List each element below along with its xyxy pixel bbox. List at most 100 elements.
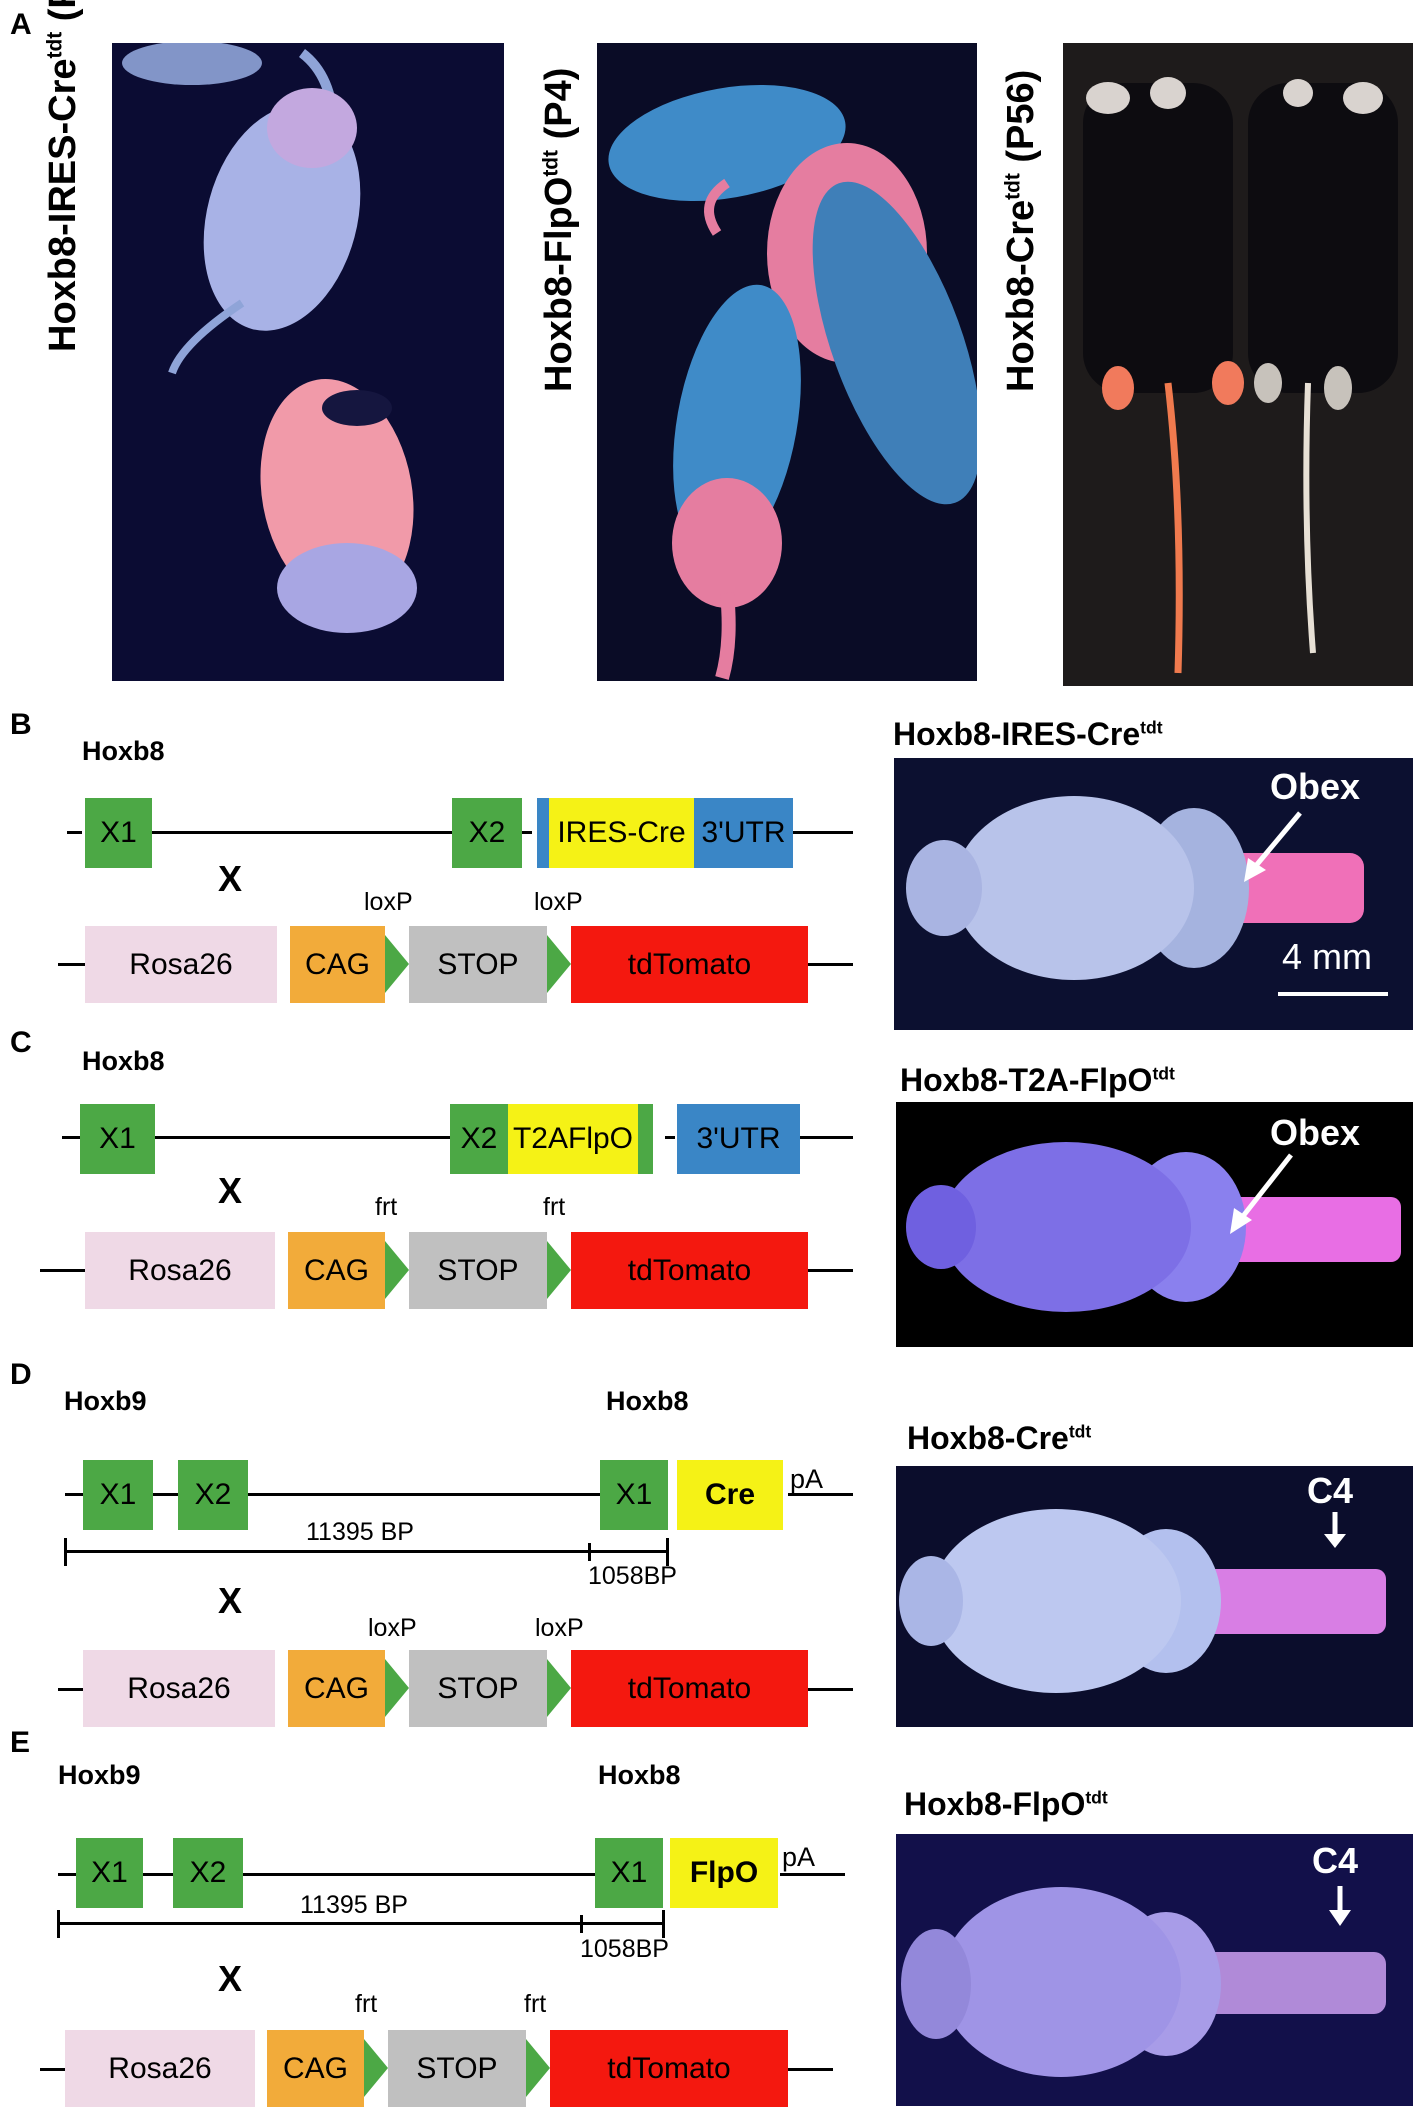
panel-b-rosa-line xyxy=(808,963,853,966)
panel-b-cag: CAG xyxy=(290,926,385,1003)
panel-b-ires-cre: IRES-Cre xyxy=(549,798,694,868)
panel-c-locus-line xyxy=(800,1136,853,1139)
panel-d-locus-line xyxy=(153,1493,178,1496)
panel-e-cross: X xyxy=(218,1958,243,1999)
panel-c-green-segment xyxy=(638,1104,653,1174)
panel-e-brain-photo xyxy=(896,1834,1413,2106)
panel-c-rosa26: Rosa26 xyxy=(85,1232,275,1309)
panel-b-locus-line xyxy=(152,831,452,834)
panel-d-rosa-line xyxy=(58,1688,88,1691)
panel-d-brain-photo xyxy=(896,1466,1413,1727)
panel-a-letter: A xyxy=(10,8,32,41)
panel-d-c4-label: C4 xyxy=(1307,1470,1354,1511)
panel-b-gene-label: Hoxb8 xyxy=(82,736,165,766)
panel-d-site-triangle-1 xyxy=(385,1659,409,1717)
panel-b-rosa26: Rosa26 xyxy=(85,926,277,1003)
panel-b-tdtomato: tdTomato xyxy=(571,926,808,1003)
panel-a-label-3: Hoxb8-Cretdt (P56) xyxy=(1000,69,1042,392)
panel-d-cag: CAG xyxy=(288,1650,385,1727)
panel-b-3utr: 3'UTR xyxy=(694,798,793,868)
panel-d-rosa-line xyxy=(808,1688,853,1691)
panel-d-distance-tick xyxy=(64,1538,67,1566)
panel-e-stop: STOP xyxy=(388,2030,526,2107)
panel-e-distance-tick xyxy=(57,1910,60,1938)
panel-e-bp2: 1058BP xyxy=(580,1935,669,1963)
panel-e-locus-line xyxy=(780,1873,845,1876)
panel-e-locus-line xyxy=(58,1873,76,1876)
panel-e-frt-1: frt xyxy=(355,1990,378,2018)
panel-c-frt-1: frt xyxy=(375,1193,398,1221)
panel-c-tdtomato: tdTomato xyxy=(571,1232,808,1309)
panel-c-brain-photo xyxy=(896,1102,1413,1347)
panel-e-locus-line xyxy=(243,1873,595,1876)
panel-c-cag: CAG xyxy=(288,1232,385,1309)
panel-b-loxp-2: loxP xyxy=(534,888,583,916)
panel-e-c4-arrow xyxy=(1329,1886,1351,1926)
panel-e-bp1: 11395 BP xyxy=(300,1891,408,1919)
panel-c-rosa-line xyxy=(808,1269,853,1272)
panel-e-locus-line xyxy=(143,1873,173,1876)
panel-d-brain-title: Hoxb8-Cretdt xyxy=(907,1420,1092,1456)
panel-b-obex-arrow xyxy=(1244,811,1302,882)
panel-d-tdtomato: tdTomato xyxy=(571,1650,808,1727)
panel-d-cross: X xyxy=(218,1580,243,1621)
panel-d-c4-arrow xyxy=(1324,1512,1346,1548)
panel-b-scale-label: 4 mm xyxy=(1282,936,1372,977)
panel-d-locus-line xyxy=(248,1493,600,1496)
panel-c-locus-line xyxy=(665,1136,675,1139)
panel-b-scale-bar xyxy=(1278,992,1388,996)
panel-e-brain-title: Hoxb8-FlpOtdt xyxy=(904,1786,1108,1822)
panel-b-blue-segment xyxy=(537,798,549,868)
panel-c-locus-line xyxy=(62,1136,80,1139)
panel-b-locus-line xyxy=(793,831,853,834)
panel-e-letter: E xyxy=(10,1726,31,1759)
panel-d-loxp-2: loxP xyxy=(535,1614,584,1642)
panel-d-distance-line xyxy=(65,1550,667,1553)
panel-c-cross: X xyxy=(218,1170,243,1211)
panel-d-gene-hoxb9: Hoxb9 xyxy=(64,1386,147,1416)
panel-c-site-triangle-1 xyxy=(385,1241,409,1299)
panel-d-hoxb9-exon2: X2 xyxy=(178,1460,248,1530)
panel-b-brain-title: Hoxb8-IRES-Cretdt xyxy=(893,716,1163,752)
panel-c-stop: STOP xyxy=(409,1232,547,1309)
panel-c-site-triangle-2 xyxy=(547,1241,571,1299)
panel-b-letter: B xyxy=(10,708,32,741)
panel-c-locus-line xyxy=(155,1136,450,1139)
panel-e-c4-label: C4 xyxy=(1312,1840,1359,1881)
panel-b-loxp-1: loxP xyxy=(364,888,413,916)
panel-e-frt-2: frt xyxy=(524,1990,547,2018)
panel-c-frt-2: frt xyxy=(543,1193,566,1221)
panel-c-obex-arrow xyxy=(1230,1153,1293,1234)
panel-e-rosa26: Rosa26 xyxy=(65,2030,255,2107)
panel-e-site-triangle-1 xyxy=(364,2039,388,2097)
panel-e-gene-hoxb9: Hoxb9 xyxy=(58,1760,141,1790)
panel-d-stop: STOP xyxy=(409,1650,547,1727)
panel-e-rosa-line xyxy=(40,2068,65,2071)
panel-d-locus-line xyxy=(65,1493,83,1496)
panel-a-label-1: Hoxb8-IRES-Cretdt (P2) xyxy=(42,0,84,352)
panel-d-locus-line xyxy=(788,1493,853,1496)
panel-e-cag: CAG xyxy=(267,2030,364,2107)
panel-e-distance-tick xyxy=(662,1910,665,1938)
panel-d-letter: D xyxy=(10,1358,32,1391)
panel-c-3utr: 3'UTR xyxy=(677,1104,800,1174)
panel-c-gene-label: Hoxb8 xyxy=(82,1046,165,1076)
panel-e-flpo: FlpO xyxy=(670,1838,778,1908)
panel-e-hoxb9-exon2: X2 xyxy=(173,1838,243,1908)
panel-b-obex-label: Obex xyxy=(1270,766,1361,807)
panel-e-distance-tick xyxy=(580,1915,583,1933)
panel-d-gene-hoxb8: Hoxb8 xyxy=(606,1386,689,1416)
panel-c-exon1: X1 xyxy=(80,1104,155,1174)
panel-d-distance-tick xyxy=(588,1543,591,1561)
panel-b-site-triangle-1 xyxy=(385,935,409,993)
panel-a-label-2: Hoxb8-FlpOtdt (P4) xyxy=(538,67,580,392)
panel-d-loxp-1: loxP xyxy=(368,1614,417,1642)
panel-d-hoxb9-exon1: X1 xyxy=(83,1460,153,1530)
panel-c-exon2: X2 xyxy=(450,1104,508,1174)
adult-mice-photo xyxy=(1063,43,1413,686)
panel-c-letter: C xyxy=(10,1026,32,1059)
panel-e-tdtomato: tdTomato xyxy=(550,2030,788,2107)
panel-c-brain-title: Hoxb8-T2A-FlpOtdt xyxy=(900,1062,1175,1098)
panel-e-hoxb8-exon1: X1 xyxy=(595,1838,663,1908)
panel-d-pa: pA xyxy=(790,1464,824,1494)
